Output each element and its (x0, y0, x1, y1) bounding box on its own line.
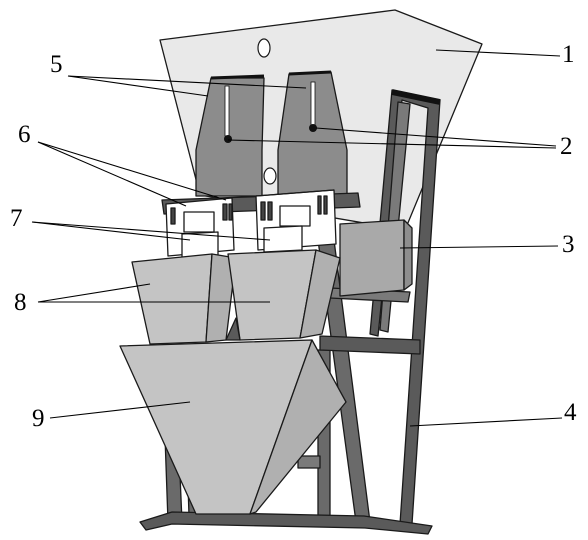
label-3: 3 (562, 231, 575, 258)
label-5: 5 (50, 51, 63, 78)
panel-right-switch-b (267, 201, 273, 221)
leader-2b (227, 139, 557, 149)
gate-right-slot (310, 81, 316, 129)
bin-left (131, 253, 213, 345)
leader-7b (31, 221, 271, 241)
cross-beam (319, 335, 421, 355)
small-brace (297, 455, 321, 469)
weigh-box (339, 219, 405, 297)
bin-gap (225, 317, 241, 341)
gate-left-pivot (224, 135, 232, 143)
base-plate (139, 511, 433, 535)
panel-right-rail (255, 189, 335, 197)
panel-right-window (279, 205, 311, 227)
leader-5a (67, 75, 209, 97)
leader-lines (31, 49, 563, 427)
leader-6b (37, 141, 187, 207)
leader-1 (435, 49, 561, 57)
callout-labels: 1 2 3 4 5 6 7 8 9 (10, 41, 577, 432)
leader-4 (409, 417, 563, 427)
label-9: 9 (32, 405, 45, 432)
leader-2a (315, 127, 557, 147)
leader-8a (37, 283, 151, 303)
panel-right-switch-a (260, 201, 266, 221)
label-8: 8 (14, 289, 27, 316)
gates (195, 70, 348, 197)
panel-right-switch-c (317, 195, 322, 215)
leader-6a (37, 141, 227, 201)
panel-left-switch-a (170, 207, 176, 225)
panel-left-switch-c (228, 203, 233, 221)
label-4: 4 (564, 399, 577, 426)
label-2: 2 (560, 133, 573, 160)
panel-left-window (183, 211, 215, 233)
box-right (263, 225, 303, 253)
weigh-box-side (403, 219, 413, 291)
gate-right-top-edge (288, 70, 332, 76)
discharge-hopper (119, 339, 347, 515)
stand-top-bar (391, 89, 441, 105)
leader-3 (399, 245, 559, 249)
label-6: 6 (18, 121, 31, 148)
stand-outer (369, 89, 441, 525)
leader-7a (31, 221, 191, 241)
control-panels (165, 189, 337, 259)
leader-5b (67, 75, 307, 89)
hopper-hole-top (257, 38, 271, 58)
gate-left-slot (224, 85, 230, 137)
bin-right-side (299, 249, 341, 339)
panel-right-switch-d (323, 195, 328, 215)
discharge-hopper-side (249, 339, 347, 515)
gate-left-top-edge (210, 74, 265, 80)
hopper-hole-center (263, 167, 277, 185)
label-7: 7 (10, 205, 23, 232)
label-1: 1 (562, 41, 575, 68)
leader-9 (49, 401, 191, 419)
weighing-bins (131, 249, 341, 345)
gate-right-pivot (309, 124, 317, 132)
panel-left-switch-b (222, 203, 228, 221)
